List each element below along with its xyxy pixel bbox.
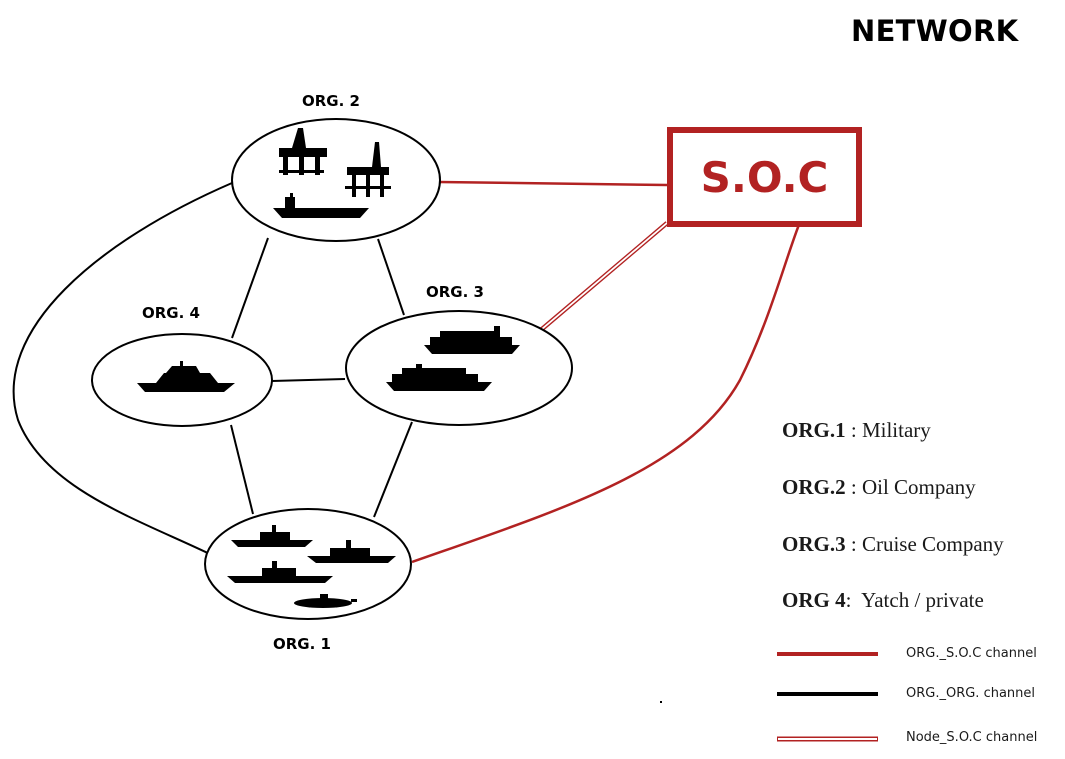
tanker-ship-icon xyxy=(273,193,369,218)
org3-label: ORG. 3 xyxy=(426,283,484,301)
edge-org4-org3 xyxy=(271,378,346,382)
org2-node[interactable] xyxy=(231,118,441,242)
warship-icon xyxy=(231,525,313,547)
submarine-icon xyxy=(294,594,357,608)
warship-icon xyxy=(227,561,333,583)
legend-org4: ORG 4: Yatch / private xyxy=(782,588,984,613)
edge-org3-org1 xyxy=(373,421,413,518)
soc-node[interactable]: S.O.C xyxy=(667,127,862,227)
legend-desc: Yatch / private xyxy=(861,588,984,612)
org1-node[interactable] xyxy=(204,508,412,620)
warship-icon xyxy=(307,540,396,563)
legend-org1: ORG.1 : Military xyxy=(782,418,931,443)
yacht-icon xyxy=(137,361,235,392)
org1-label: ORG. 1 xyxy=(273,635,331,653)
stray-dot xyxy=(660,701,662,703)
legend-key: ORG.2 xyxy=(782,475,846,499)
legend-channel-org-soc: ORG._S.O.C channel xyxy=(906,646,1037,661)
legend-desc: Oil Company xyxy=(861,475,976,499)
edge-org1-soc xyxy=(411,221,802,564)
edge-org2-soc xyxy=(438,180,668,187)
edge-org2-org3 xyxy=(377,238,405,316)
legend-key: ORG 4 xyxy=(782,588,846,612)
edge-org2-org4 xyxy=(231,237,269,339)
org4-icons xyxy=(137,361,235,392)
edge-org4-org1 xyxy=(230,424,254,515)
legend-key: ORG.1 xyxy=(782,418,846,442)
legend-desc: Military xyxy=(861,418,931,442)
org4-label: ORG. 4 xyxy=(142,304,200,322)
legend-channel-node-soc: Node_S.O.C channel xyxy=(906,730,1038,745)
edge-org2-org1 xyxy=(12,182,233,557)
org-soc-channels xyxy=(411,180,802,564)
legend-channel-samples xyxy=(777,652,878,742)
legend-org3: ORG.3 : Cruise Company xyxy=(782,532,1004,557)
legend-key: ORG.3 xyxy=(782,532,846,556)
legend-org2: ORG.2 : Oil Company xyxy=(782,475,976,500)
legend-channel-org-org: ORG._ORG. channel xyxy=(906,686,1036,701)
diagram-title: NETWORK xyxy=(851,14,1019,48)
legend-desc: Cruise Company xyxy=(861,532,1004,556)
node-soc-channel xyxy=(520,221,669,348)
org-org-channels xyxy=(12,182,413,557)
org1-icons xyxy=(227,525,396,608)
legend-sep: : xyxy=(845,532,862,556)
legend-sep: : xyxy=(845,475,862,499)
org3-icons xyxy=(386,326,520,391)
legend-sep: : xyxy=(845,418,862,442)
org2-label: ORG. 2 xyxy=(302,92,360,110)
cruise-ship-icon xyxy=(424,326,520,354)
legend-sep: : xyxy=(845,588,862,612)
oil-rig-icon xyxy=(279,128,327,175)
org2-icons xyxy=(273,128,391,218)
cruise-ship-icon xyxy=(386,364,492,391)
oil-platform-icon xyxy=(345,142,391,197)
soc-label: S.O.C xyxy=(700,152,829,202)
